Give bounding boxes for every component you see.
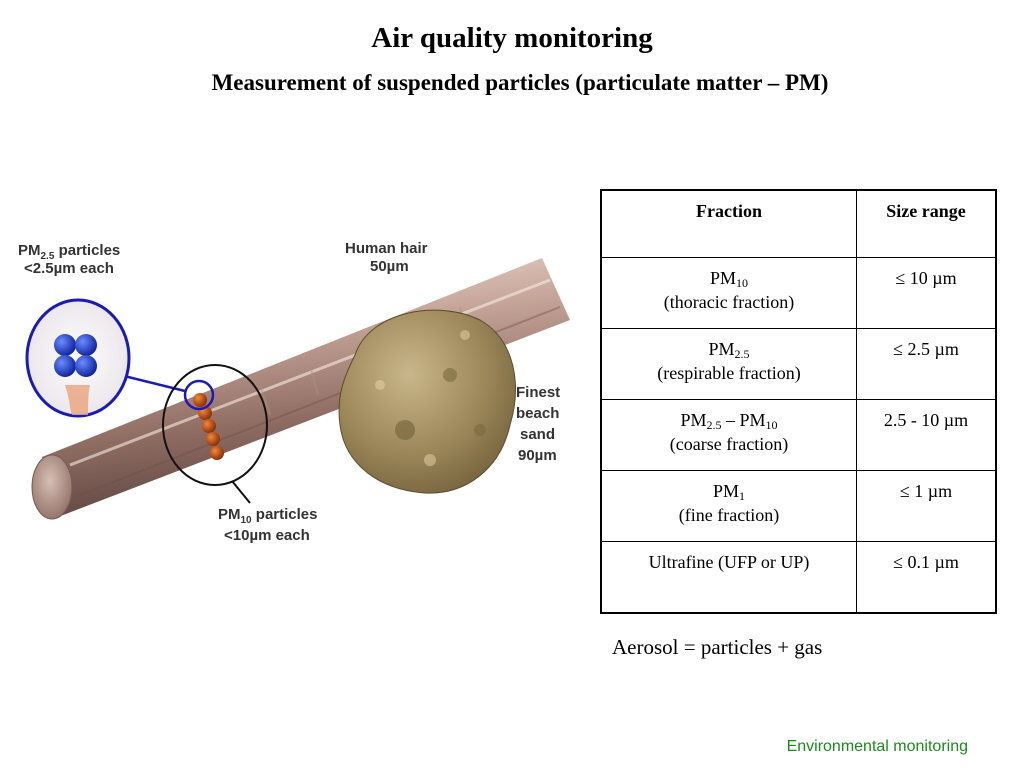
human-hair-label: Human hair 50µm bbox=[345, 240, 432, 275]
fraction-cell: PM1 (fine fraction) bbox=[600, 470, 857, 542]
pm-fraction-table: Fraction Size range PM10 (thoracic fract… bbox=[600, 189, 997, 614]
pm10-pointer-line bbox=[231, 480, 251, 504]
table-row: PM2.5 (respirable fraction) ≤ 2.5 µm bbox=[600, 328, 997, 400]
fraction-cell: PM2.5 (respirable fraction) bbox=[600, 328, 857, 400]
table-row: PM2.5 – PM10 (coarse fraction) 2.5 - 10 … bbox=[600, 399, 997, 471]
pm10-label: PM10 particles <10µm each bbox=[218, 506, 322, 544]
size-cell: ≤ 0.1 µm bbox=[856, 541, 997, 614]
pm10-highlight-ellipse bbox=[162, 364, 268, 486]
zoom-connector-line bbox=[119, 373, 186, 393]
slide-title: Air quality monitoring bbox=[371, 22, 653, 54]
header-fraction: Fraction bbox=[600, 189, 857, 258]
pm25-label: PM2.5 particles <2.5µm each bbox=[18, 242, 124, 277]
particle-size-illustration: PM2.5 particles <2.5µm each Human hair 5… bbox=[18, 240, 570, 544]
table-row: PM10 (thoracic fraction) ≤ 10 µm bbox=[600, 257, 997, 329]
size-cell: ≤ 2.5 µm bbox=[856, 328, 997, 400]
table-header-row: Fraction Size range bbox=[600, 189, 997, 258]
pm25-highlight-ring bbox=[183, 379, 215, 411]
footer-text: Environmental monitoring bbox=[786, 738, 968, 755]
fraction-cell: Ultrafine (UFP or UP) bbox=[600, 541, 857, 614]
header-size-range: Size range bbox=[856, 189, 997, 258]
aerosol-note: Aerosol = particles + gas bbox=[612, 635, 823, 659]
pm25-zoom-bubble bbox=[25, 298, 131, 418]
fraction-cell: PM10 (thoracic fraction) bbox=[600, 257, 857, 329]
fraction-cell: PM2.5 – PM10 (coarse fraction) bbox=[600, 399, 857, 471]
sand-grain-shape bbox=[338, 309, 516, 494]
table-row: Ultrafine (UFP or UP) ≤ 0.1 µm bbox=[600, 541, 997, 614]
sand-label: Finest beach sand 90µm bbox=[516, 384, 564, 464]
size-cell: 2.5 - 10 µm bbox=[856, 399, 997, 471]
size-cell: ≤ 1 µm bbox=[856, 470, 997, 542]
table-row: PM1 (fine fraction) ≤ 1 µm bbox=[600, 470, 997, 542]
size-cell: ≤ 10 µm bbox=[856, 257, 997, 329]
slide-subtitle: Measurement of suspended particles (part… bbox=[211, 70, 829, 95]
